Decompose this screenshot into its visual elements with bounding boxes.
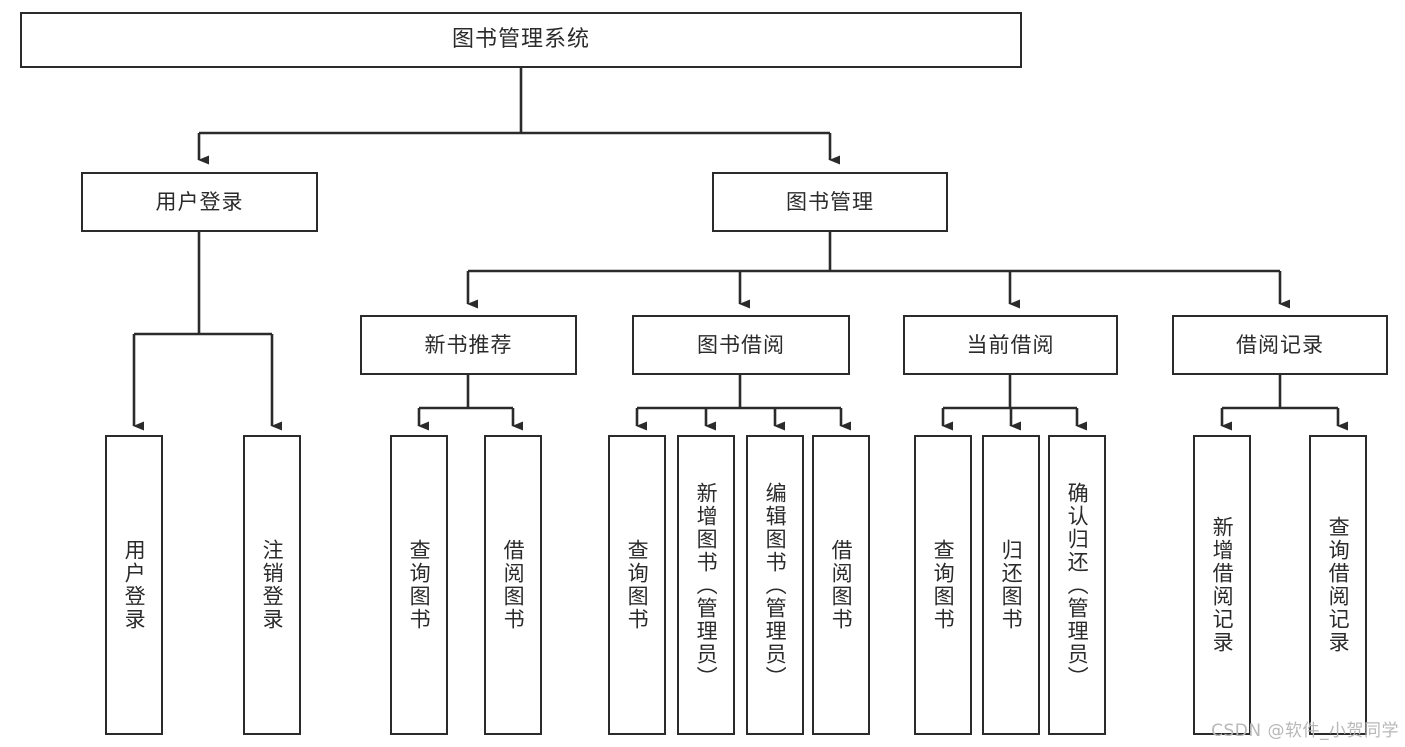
leaf-edit-book[interactable]: 编辑图书（管理员）	[746, 435, 804, 735]
node-label: 编辑图书（管理员）	[763, 481, 788, 689]
leaf-user-login[interactable]: 用户登录	[105, 435, 163, 735]
node-label: 借阅图书	[501, 539, 526, 631]
node-label: 注销登录	[260, 539, 285, 631]
node-label: 图书管理系统	[451, 27, 590, 53]
leaf-query-record[interactable]: 查询借阅记录	[1309, 435, 1367, 735]
node-label: 图书借阅	[697, 332, 785, 357]
leaf-logout-login[interactable]: 注销登录	[243, 435, 301, 735]
node-label: 用户登录	[155, 189, 244, 214]
node-new-book-recommend[interactable]: 新书推荐	[360, 315, 577, 375]
leaf-query-book-2[interactable]: 查询图书	[608, 435, 666, 735]
node-user-login[interactable]: 用户登录	[81, 172, 318, 232]
leaf-return-book[interactable]: 归还图书	[982, 435, 1040, 735]
node-label: 当前借阅	[966, 332, 1055, 357]
node-label: 查询借阅记录	[1326, 516, 1351, 654]
node-label: 归还图书	[999, 539, 1024, 631]
leaf-add-record[interactable]: 新增借阅记录	[1193, 435, 1251, 735]
node-label: 确认归还（管理员）	[1065, 481, 1090, 689]
node-label: 用户登录	[122, 539, 147, 631]
node-root-system[interactable]: 图书管理系统	[20, 12, 1022, 68]
node-label: 新书推荐	[424, 332, 513, 357]
node-book-borrow[interactable]: 图书借阅	[632, 315, 850, 375]
node-label: 新增借阅记录	[1210, 516, 1235, 654]
node-label: 图书管理	[786, 189, 874, 214]
node-label: 借阅图书	[829, 539, 854, 631]
node-borrow-record[interactable]: 借阅记录	[1172, 315, 1388, 375]
leaf-borrow-book-2[interactable]: 借阅图书	[812, 435, 870, 735]
node-label: 新增图书（管理员）	[694, 481, 719, 689]
node-current-borrow[interactable]: 当前借阅	[903, 315, 1118, 375]
node-label: 借阅记录	[1236, 332, 1324, 357]
node-book-manage[interactable]: 图书管理	[712, 172, 948, 232]
leaf-add-book[interactable]: 新增图书（管理员）	[677, 435, 735, 735]
leaf-query-book-1[interactable]: 查询图书	[390, 435, 448, 735]
leaf-borrow-book-1[interactable]: 借阅图书	[484, 435, 542, 735]
leaf-query-book-3[interactable]: 查询图书	[914, 435, 972, 735]
node-label: 查询图书	[407, 539, 432, 631]
node-label: 查询图书	[931, 539, 956, 631]
node-label: 查询图书	[625, 539, 650, 631]
leaf-confirm-return[interactable]: 确认归还（管理员）	[1048, 435, 1106, 735]
